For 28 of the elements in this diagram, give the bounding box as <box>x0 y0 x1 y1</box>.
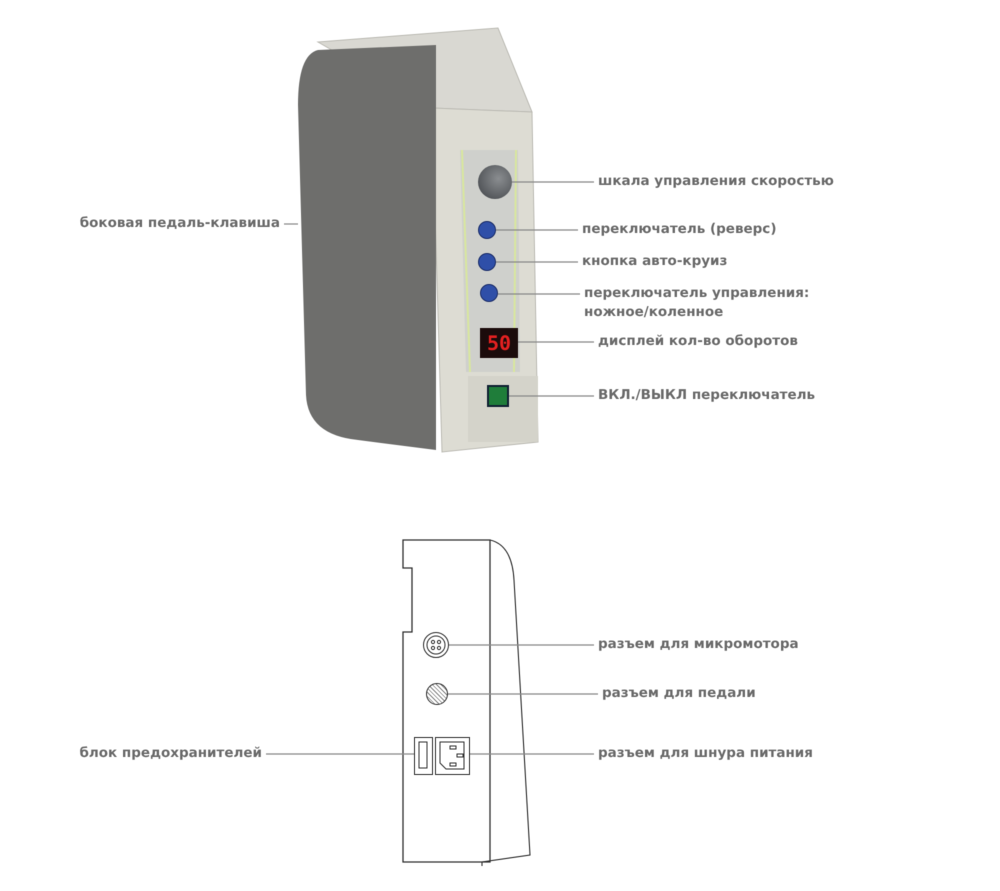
part-label: переключатель (реверс) <box>582 220 802 240</box>
leader-line <box>509 395 594 397</box>
part-label: дисплей кол-во оборотов <box>598 332 838 352</box>
power-socket <box>435 737 470 775</box>
leader-line <box>266 753 414 755</box>
power-switch <box>487 385 509 407</box>
leader-line <box>496 229 578 231</box>
part-label: разъем для педали <box>602 684 842 704</box>
connector-socket <box>426 683 448 705</box>
leader-line <box>470 753 594 755</box>
digital-display: 50 <box>480 328 518 358</box>
part-label: разъем для шнура питания <box>598 744 838 764</box>
part-label: шкала управления скоростью <box>598 172 858 192</box>
leader-line <box>512 181 594 183</box>
part-label: боковая педаль-клавиша <box>50 214 280 234</box>
leader-line <box>498 293 580 295</box>
leader-line <box>496 261 578 263</box>
leader-line <box>449 644 594 646</box>
part-label: кнопка авто-круиз <box>582 252 802 272</box>
connector-socket <box>423 632 449 658</box>
part-label: переключатель управления: ножное/коленное <box>584 284 829 324</box>
leader-line <box>448 693 598 695</box>
part-label: ВКЛ./ВЫКЛ переключатель <box>598 386 838 406</box>
part-label: разъем для микромотора <box>598 635 838 655</box>
fuse-holder <box>414 737 433 775</box>
leader-line <box>518 341 594 343</box>
part-label: блок предохранителей <box>72 744 262 764</box>
leader-line <box>284 223 298 225</box>
